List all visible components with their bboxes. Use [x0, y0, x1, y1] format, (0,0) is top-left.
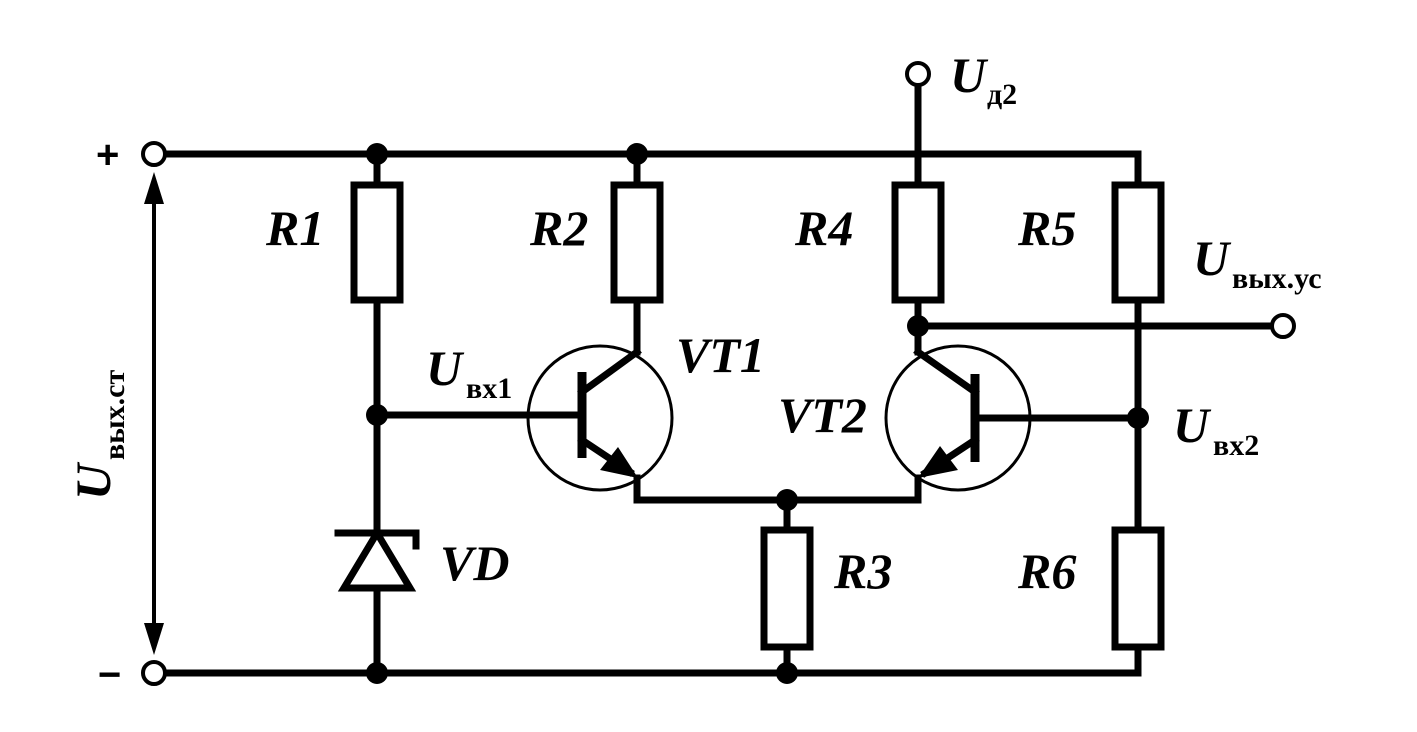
terminal-plus [141, 141, 167, 167]
resistor-r4 [891, 181, 945, 304]
vt2-emitter-arrow-icon [918, 446, 958, 478]
vt2-collector [913, 347, 980, 397]
label-uvyx-st-sub: вых.ст [98, 370, 131, 460]
junction-dots [366, 143, 1149, 684]
resistor-r6 [1111, 526, 1165, 651]
label-vt2: VT2 [778, 387, 867, 443]
resistor-r2 [610, 181, 664, 304]
label-minus: − [98, 653, 121, 697]
junction-emitters [776, 489, 798, 511]
junction-r2-top [626, 143, 648, 165]
bottom-rail-wire [161, 643, 1142, 677]
vt1-emitter-arrow-icon [600, 447, 638, 478]
label-r2: R2 [529, 200, 588, 256]
arrow-down-icon [144, 623, 164, 655]
label-uvyx-us-u: U [1193, 230, 1232, 286]
label-plus: + [96, 133, 119, 177]
label-r6: R6 [1017, 543, 1076, 599]
vt2-envelope [884, 344, 1032, 492]
label-uvx1-sub: вх1 [466, 372, 512, 405]
junction-r1-top [366, 143, 388, 165]
label-ud2-u: U [950, 47, 989, 103]
label-uvyx-st: U вых.ст [65, 370, 131, 500]
label-uvyx-us-sub: вых.ус [1232, 262, 1322, 295]
transistor-vt2 [884, 344, 1032, 492]
uvyx-st-arrow [144, 172, 164, 655]
resistor-r1 [350, 181, 404, 304]
terminal-ud2 [905, 61, 931, 87]
label-r5: R5 [1017, 200, 1076, 256]
terminal-output [1270, 313, 1296, 339]
label-vd: VD [440, 535, 509, 591]
junction-r3-bottom [776, 662, 798, 684]
label-ud2-sub: д2 [987, 78, 1017, 111]
terminal-minus [141, 660, 167, 686]
junction-vd-bottom [366, 662, 388, 684]
vd-triangle-icon [337, 526, 417, 592]
vd-cathode-bar [334, 529, 420, 550]
label-vt1: VT1 [676, 327, 765, 383]
junction-uvx2 [1127, 407, 1149, 429]
vt1-collector [577, 347, 642, 397]
junction-r4-bottom [907, 315, 929, 337]
label-r4: R4 [794, 200, 853, 256]
zener-diode-vd [334, 526, 420, 592]
arrow-up-icon [144, 172, 164, 204]
label-r1: R1 [265, 200, 324, 256]
resistor-r5 [1111, 181, 1165, 304]
vt1-envelope [526, 344, 674, 492]
label-uvx2-sub: вх2 [1213, 429, 1259, 462]
label-r3: R3 [833, 543, 892, 599]
label-uvx2-u: U [1173, 397, 1212, 453]
resistor-r3 [760, 526, 814, 651]
top-rail-wire [161, 150, 1142, 189]
label-uvx1-u: U [426, 340, 465, 396]
label-uvyx-st-u: U [65, 461, 121, 500]
transistor-vt1 [526, 344, 674, 492]
junction-uvx1 [366, 404, 388, 426]
